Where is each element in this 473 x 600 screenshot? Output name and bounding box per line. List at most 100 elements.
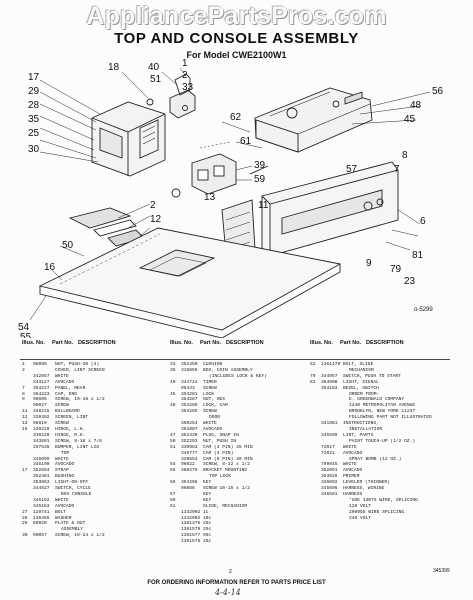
part-description: INSTALLATION — [349, 426, 383, 432]
part-description: LEVELER (THINNER) — [343, 480, 390, 486]
parts-row: 120 VOLT — [310, 504, 450, 510]
part-number: 90027 — [33, 403, 47, 409]
part-number: 98095 — [33, 362, 47, 367]
part-description: SLIDE, MECHANISM — [203, 503, 248, 509]
part-number: 345100 — [33, 462, 50, 468]
callout: 54 — [18, 322, 30, 333]
part-description: KEY — [203, 497, 212, 503]
part-description: WHITE — [55, 497, 69, 503]
part-number: 318856 — [181, 367, 198, 373]
handwritten-note: 4-4-14 — [215, 588, 241, 597]
part-number: 339392 — [33, 415, 50, 421]
part-description: PANEL, REAR — [55, 385, 86, 391]
part-description: SCREW 10-16 x 1/2 — [203, 486, 250, 492]
part-number: 344927 — [33, 486, 50, 492]
parts-row: *USE 1307S WIRE, SPLICING — [310, 498, 450, 504]
part-description: COVER, LINT SCREEN — [55, 367, 105, 373]
page-number: 2 — [229, 569, 232, 575]
callout: 28 — [28, 100, 40, 111]
part-description: 200955 WIRE SPLICING — [349, 509, 405, 515]
part-description: MECHANISM — [349, 367, 374, 373]
part-description: NUT, PUSH IN — [203, 438, 237, 444]
part-number: 1342002 — [181, 515, 201, 521]
part-description: PLUG, SNAP IN — [203, 432, 239, 438]
part-description: PRIMER — [343, 474, 360, 480]
ref-number: 45 — [170, 391, 176, 397]
part-number: 96086 — [181, 486, 195, 492]
part-number: 354281 — [181, 391, 198, 397]
callout: 12 — [150, 214, 162, 225]
parts-row: INSTALLATION — [310, 427, 450, 433]
parts-row: 72021 AVOCADO — [310, 451, 450, 457]
part-description: TIMER — [203, 379, 217, 385]
part-description: LOCK, CAM — [203, 403, 228, 409]
part-number: 344724 — [181, 379, 198, 385]
part-description: 25c — [203, 521, 212, 527]
part-number: 354285 — [181, 409, 198, 415]
part-description: SWITCH, CYCLE — [55, 486, 91, 492]
part-description: BOX CONSOLE — [61, 491, 92, 497]
callout: 39 — [254, 160, 266, 171]
part-number: 354287 — [181, 397, 198, 403]
part-description: 1240 METROPOLITAN AVENUE — [349, 403, 416, 409]
part-number: 96022 — [181, 462, 195, 468]
part-number: 1342002 — [181, 509, 201, 515]
part-number: 339654 — [181, 456, 198, 462]
ref-number: 47 — [170, 432, 176, 438]
part-number: 1361577 — [181, 533, 201, 539]
parts-row: SPRAY BOMB (12 OZ.) — [310, 457, 450, 463]
part-number — [321, 516, 343, 522]
part-description: AVOCADO — [343, 450, 363, 456]
part-number: 341981 — [321, 421, 338, 427]
callout: 25 — [28, 128, 40, 139]
ordering-footer: FOR ORDERING INFORMATION REFER TO PARTS … — [147, 580, 326, 586]
part-number: 360254 — [181, 421, 198, 427]
callout: 11 — [258, 200, 269, 211]
callout: 35 — [28, 114, 40, 125]
part-number: 128741 — [33, 509, 50, 515]
ref-number: 1 — [22, 362, 25, 367]
ref-number: 57 — [170, 491, 176, 497]
callout: 81 — [412, 250, 424, 261]
part-description: AVOCADO — [55, 503, 75, 509]
ref-number: 8 — [22, 391, 25, 397]
part-description: SPRAY BOMB (12 OZ.) — [349, 456, 402, 462]
page-subtitle: For Model CWE2100W1 — [186, 50, 287, 60]
callout: 33 — [182, 82, 194, 93]
ref-number: 35 — [170, 367, 176, 373]
part-description: TOP LOCK — [209, 474, 232, 480]
part-number: 352292 — [181, 438, 198, 444]
parts-row: 1240 METROPOLITAN AVENUE — [310, 403, 450, 409]
parts-row: 96086 SCREW 10-16 x 1/2 — [170, 486, 306, 492]
ref-number: 9 — [22, 397, 25, 403]
part-number: 346591 — [321, 491, 338, 497]
part-description: KEY — [203, 491, 212, 497]
part-number: 336892 — [321, 480, 338, 486]
part-description: SCREW, 8-18 x 7/8 — [55, 438, 102, 444]
part-number: 799945 — [321, 462, 338, 468]
part-description: CAM (6 PIN) 30 MIN — [203, 456, 253, 462]
callout: 62 — [230, 112, 242, 123]
header-desc: DESCRIPTION — [78, 340, 116, 346]
ref-number: 62 — [310, 362, 316, 367]
part-number: 1361376 — [181, 521, 201, 527]
switch-assembly-drawing — [171, 153, 269, 198]
part-number: 72021 — [321, 450, 335, 456]
